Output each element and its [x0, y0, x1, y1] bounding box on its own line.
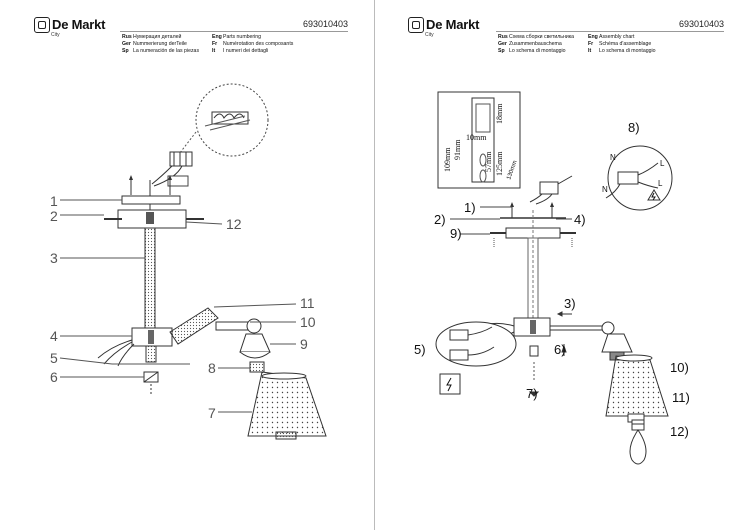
brand-logo: De Markt	[408, 17, 480, 33]
part-callouts: 1 2 3 4 5 6 7 8 9 10 11 12	[50, 193, 316, 421]
article-number: 693010403	[678, 19, 724, 29]
callout-2: 2	[50, 208, 58, 224]
dim-57mm: 57mm	[484, 151, 493, 172]
wire-label-l-top: L	[660, 159, 665, 168]
brand-name: De Markt	[426, 17, 480, 32]
brand-name: De Markt	[52, 17, 106, 32]
leader-lines	[59, 199, 297, 413]
language-titles: RusНумерация деталей EngParts numbering …	[122, 34, 294, 54]
parts-numbering-sheet: De Markt City 693010403 RusНумерация дет…	[0, 0, 374, 530]
step-6: 6)	[554, 342, 566, 357]
article-number: 693010403	[302, 19, 348, 29]
step-8: 8)	[628, 120, 640, 135]
callout-6: 6	[50, 369, 58, 385]
arrow-down-icon	[528, 391, 540, 397]
dim-125mm: 125mm	[495, 151, 504, 176]
lamp-body	[97, 327, 190, 395]
wire-label-n-top: N	[610, 153, 616, 162]
step-5: 5)	[414, 342, 426, 357]
dim-109mm: 109mm	[443, 147, 452, 172]
callout-5: 5	[50, 350, 58, 366]
header-rule	[496, 31, 724, 32]
assembly-diagram: 109mm 91mm 10mm 18mm 57mm 125mm 130mm N …	[414, 91, 690, 465]
step-4: 4)	[574, 212, 586, 227]
title-rus: Схема сборки светильника	[509, 34, 575, 40]
step-12: 12)	[670, 424, 689, 439]
callout-11: 11	[300, 295, 315, 311]
brand-sub: City	[425, 32, 434, 38]
title-it: I numeri dei dettagli	[223, 47, 269, 54]
title-sp: La numeración de las piezas	[133, 47, 200, 54]
wire-label-n-bottom: N	[602, 185, 608, 194]
title-eng: Assembly chart	[599, 34, 635, 40]
title-eng: Parts numbering	[223, 34, 262, 40]
electrical-hazard-icon	[647, 189, 661, 201]
callout-9: 9	[300, 336, 308, 352]
callout-8: 8	[208, 360, 216, 376]
step-11: 11)	[672, 390, 690, 405]
step-2: 2)	[434, 212, 446, 227]
title-fr: Numérotation des composants	[223, 40, 294, 47]
lampshade	[247, 371, 327, 440]
stem-rod	[144, 227, 156, 331]
title-it: Lo schema di montaggio	[599, 47, 656, 54]
logo-icon	[34, 17, 50, 33]
candle-bulb	[629, 419, 647, 465]
step-7: 7)	[526, 386, 538, 401]
assembly-chart-sheet: De Markt City 693010403 RusСхема сборки …	[376, 0, 750, 530]
title-rus: Нумерация деталей	[133, 34, 182, 40]
wire-label-l-bottom: L	[658, 179, 663, 188]
title-sp: Lo schema di montaggio	[509, 47, 566, 54]
callout-12: 12	[226, 216, 242, 232]
header-rule	[120, 31, 348, 32]
logo-icon	[408, 17, 424, 33]
assembly-callouts: 1) 2) 3) 4) 5) 6) 7) 8) 9) 10) 11) 12)	[414, 120, 690, 439]
lamp-holder	[239, 333, 271, 373]
step-10: 10)	[670, 360, 689, 375]
canopy	[104, 175, 204, 229]
dim-91mm: 91mm	[453, 139, 462, 160]
terminal-block	[529, 175, 573, 205]
step-3: 3)	[564, 296, 576, 311]
leader-lines	[450, 206, 572, 235]
wire-connector-detail	[435, 321, 517, 395]
electrical-hazard-icon	[439, 373, 461, 395]
callout-10: 10	[300, 314, 316, 330]
callout-1: 1	[50, 193, 58, 209]
step-1: 1)	[464, 200, 476, 215]
sheet-divider	[374, 0, 375, 530]
parts-diagram: 1 2 3 4 5 6 7 8 9 10 11 12	[50, 83, 327, 440]
callout-4: 4	[50, 328, 58, 344]
title-ger: Zusammenbauschema	[509, 40, 562, 47]
mounting-plate-dimensions: 109mm 91mm 10mm 18mm 57mm 125mm 130mm	[437, 91, 521, 189]
terminal-detail-circle	[175, 83, 269, 159]
callout-7: 7	[208, 405, 216, 421]
lampshade	[605, 354, 669, 423]
step-9: 9)	[450, 226, 462, 241]
title-fr: Schéma d'assemblage	[599, 40, 652, 47]
brand-logo: De Markt	[34, 17, 106, 33]
lamp-body	[473, 317, 615, 380]
dim-10mm: 10mm	[466, 133, 487, 142]
brand-sub: City	[51, 32, 60, 38]
wiring-detail-circle: N L N L	[602, 145, 673, 211]
assembly-arrows	[528, 311, 572, 397]
terminal-block	[151, 151, 193, 187]
dim-18mm: 18mm	[495, 103, 504, 124]
title-ger: Nummerierung derTeile	[133, 40, 187, 47]
language-titles: RusСхема сборки светильника EngAssembly …	[498, 34, 656, 54]
callout-3: 3	[50, 250, 58, 266]
